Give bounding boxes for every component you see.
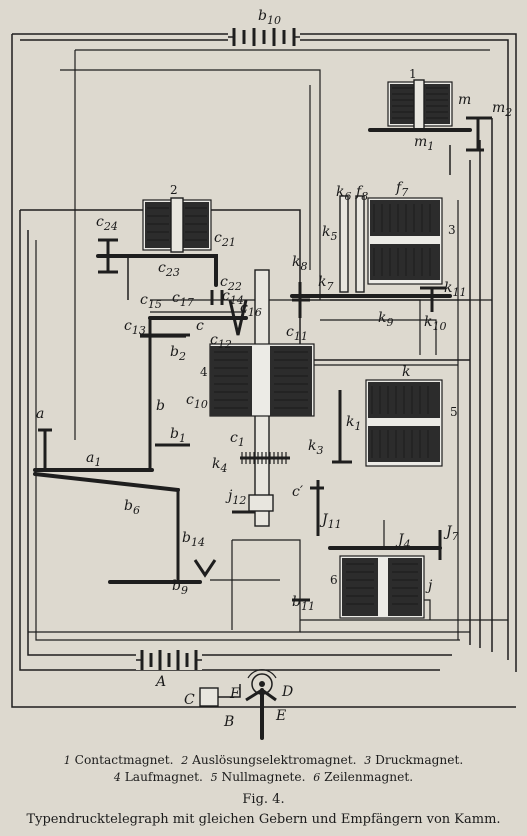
label-k10: k10 (424, 314, 446, 333)
legend-name-6: Zeilenmagnet. (324, 770, 414, 784)
label-k9: k9 (378, 310, 393, 329)
label-c16: c16 (240, 300, 262, 319)
label-k3: k3 (308, 438, 323, 457)
magnet-4-run (209, 343, 315, 417)
label-magnet-4: 4 (200, 365, 208, 379)
label-b6: b6 (124, 498, 140, 517)
legend-name-1: Contactmagnet. (74, 753, 174, 767)
legend-num-2: 2 (181, 754, 189, 767)
label-E: E (275, 708, 286, 724)
label-b10: b10 (258, 8, 281, 27)
label-j11: J11 (319, 512, 342, 531)
label-magnet-3: 3 (448, 223, 456, 237)
label-D: D (281, 684, 293, 700)
legend-num-1: 1 (63, 754, 71, 767)
magnet-1-contact (368, 79, 492, 175)
label-c13: c13 (124, 318, 146, 337)
label-b11: b11 (292, 594, 315, 613)
label-C: C (184, 692, 195, 708)
label-c21: c21 (214, 230, 236, 249)
key-lever-assembly (33, 318, 310, 602)
label-F: F (229, 686, 241, 702)
magnet-2-release (96, 197, 218, 300)
legend-name-2: Auslösungselektromagnet. (192, 753, 357, 767)
label-c1: c1 (230, 430, 245, 449)
contacts-j (232, 480, 324, 536)
legend-name-3: Druckmagnet. (375, 753, 464, 767)
label-k1: k1 (346, 414, 361, 433)
label-c-prime: c′ (292, 484, 304, 500)
figure-label: Fig. 4. (242, 792, 285, 807)
label-c12: c12 (210, 332, 232, 351)
label-j: j (425, 578, 433, 594)
label-m1: m1 (414, 134, 434, 153)
label-c: c (196, 318, 204, 334)
kamm-telegraph-circuit-diagram: b10 1 m m2 m1 2 c24 c21 c23 c22 k6 f8 f7… (11, 8, 517, 740)
label-c17: c17 (172, 290, 194, 309)
label-c23: c23 (158, 260, 180, 279)
label-a1: a1 (86, 450, 101, 469)
label-j12: j12 (225, 488, 246, 507)
label-b: b (156, 398, 165, 414)
label-k5: k5 (322, 224, 337, 243)
battery-b10 (228, 28, 300, 46)
magnet-5-null (332, 379, 443, 467)
label-magnet-2: 2 (170, 183, 178, 197)
label-c24: c24 (96, 214, 118, 233)
legend-num-6: 6 (313, 771, 321, 784)
label-k: k (402, 364, 410, 380)
label-j4: J4 (395, 532, 411, 551)
figure-title: Typendrucktelegraph mit gleichen Gebern … (26, 812, 501, 827)
legend-num-3: 3 (364, 754, 372, 767)
magnet-3-print (290, 195, 452, 318)
label-magnet-1: 1 (409, 67, 417, 81)
label-magnet-6: 6 (330, 573, 338, 587)
legend-line-1: 1 Contactmagnet. 2 Auslösungselektromagn… (0, 752, 527, 769)
label-j7: J7 (443, 524, 459, 543)
label-c10: c10 (186, 392, 208, 411)
label-m2: m2 (492, 100, 512, 119)
label-c15: c15 (140, 292, 162, 311)
legend-num-5: 5 (210, 771, 218, 784)
label-k4: k4 (212, 456, 227, 475)
legend-name-4: Laufmagnet. (124, 770, 203, 784)
label-b14: b14 (182, 530, 205, 549)
label-B: B (223, 714, 234, 730)
label-f8: f8 (355, 184, 368, 203)
label-k6: k6 (336, 184, 351, 203)
label-magnet-5: 5 (450, 405, 458, 419)
outer-wiring (11, 33, 517, 708)
central-shaft (148, 269, 290, 527)
switch-E (199, 669, 277, 740)
label-b1: b1 (170, 426, 186, 445)
label-c14: c14 (222, 288, 244, 307)
label-m: m (458, 92, 471, 108)
legend-line-2: 4 Laufmagnet. 5 Nullmagnete. 6 Zeilenmag… (0, 769, 527, 786)
label-a: a (36, 406, 44, 422)
legend-num-4: 4 (113, 771, 121, 784)
label-k8: k8 (292, 254, 307, 273)
label-c22: c22 (220, 274, 242, 293)
label-c11: c11 (286, 324, 308, 343)
label-A: A (154, 674, 166, 690)
diagram-labels: b10 1 m m2 m1 2 c24 c21 c23 c22 k6 f8 f7… (36, 8, 512, 730)
battery-A (136, 650, 202, 670)
label-b2: b2 (170, 344, 186, 363)
label-b9: b9 (172, 578, 188, 597)
magnet-6-line (328, 520, 442, 620)
label-k7: k7 (318, 274, 333, 293)
legend-name-5: Nullmagnete. (221, 770, 306, 784)
label-k11: k11 (444, 280, 466, 299)
label-f7: f7 (395, 180, 408, 199)
